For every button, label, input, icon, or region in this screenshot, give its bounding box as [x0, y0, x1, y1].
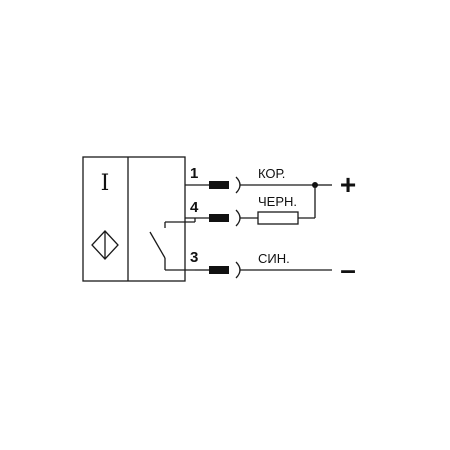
wire-pin-1: 1 КОР.	[185, 165, 332, 194]
pin-number-3: 3	[190, 249, 198, 266]
pin-number-1: 1	[190, 165, 198, 182]
connector-socket-3	[235, 261, 241, 279]
negative-terminal-label: –	[340, 254, 356, 285]
inductive-sensor-diamond-icon	[91, 230, 119, 260]
pin-number-4: 4	[190, 199, 199, 216]
sensor-type-letter: I	[101, 171, 110, 196]
sensor-housing	[82, 156, 186, 282]
connector-socket-4	[235, 209, 241, 227]
connector-socket-1	[235, 176, 241, 194]
positive-terminal-label: +	[340, 169, 356, 200]
wire-label-4: ЧЕРН.	[258, 194, 297, 209]
sensor-body: I	[82, 156, 186, 282]
wire-label-1: КОР.	[258, 166, 285, 181]
switch-contact-icon	[149, 221, 195, 271]
connector-plug-3	[209, 266, 229, 274]
resistor-icon	[257, 211, 299, 225]
wire-pin-3: 3 СИН.	[190, 249, 332, 279]
connector-plug-1	[209, 181, 229, 189]
wire-label-3: СИН.	[258, 251, 290, 266]
connector-plug-4	[209, 214, 229, 222]
wire-pin-4: 4 ЧЕРН.	[185, 185, 316, 227]
